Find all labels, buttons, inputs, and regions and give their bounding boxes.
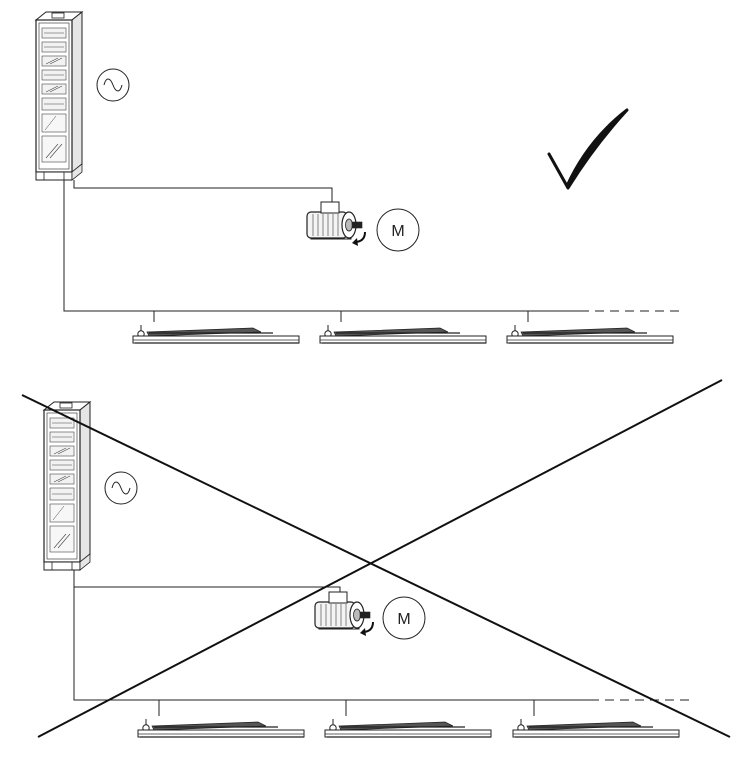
electrical-cabinet <box>43 401 91 571</box>
luminaire-unit <box>137 718 305 738</box>
ac-sine-icon <box>104 471 138 505</box>
motor-symbol-label: M <box>397 611 410 628</box>
luminaire-unit <box>512 718 680 738</box>
correct-wiring-panel: M <box>35 11 685 344</box>
electrical-cabinet <box>35 11 83 181</box>
incorrect-wiring-panel: M <box>21 379 731 738</box>
ac-sine-icon <box>96 68 130 102</box>
lighting-supply-line <box>63 180 580 312</box>
motor-supply-line <box>73 570 341 593</box>
luminaire-unit <box>506 324 674 344</box>
motor-symbol: M <box>376 208 420 252</box>
luminaire-unit <box>132 324 300 344</box>
shared-supply-line <box>73 587 590 701</box>
cross-out-icon <box>21 379 731 738</box>
luminaire-unit <box>319 324 487 344</box>
motor-symbol-label: M <box>391 223 404 240</box>
motor-supply-line <box>73 180 333 203</box>
electric-motor <box>306 201 366 247</box>
motor-symbol: M <box>382 596 426 640</box>
luminaire-unit <box>324 718 492 738</box>
checkmark-icon <box>547 108 629 190</box>
electric-motor <box>314 591 374 637</box>
